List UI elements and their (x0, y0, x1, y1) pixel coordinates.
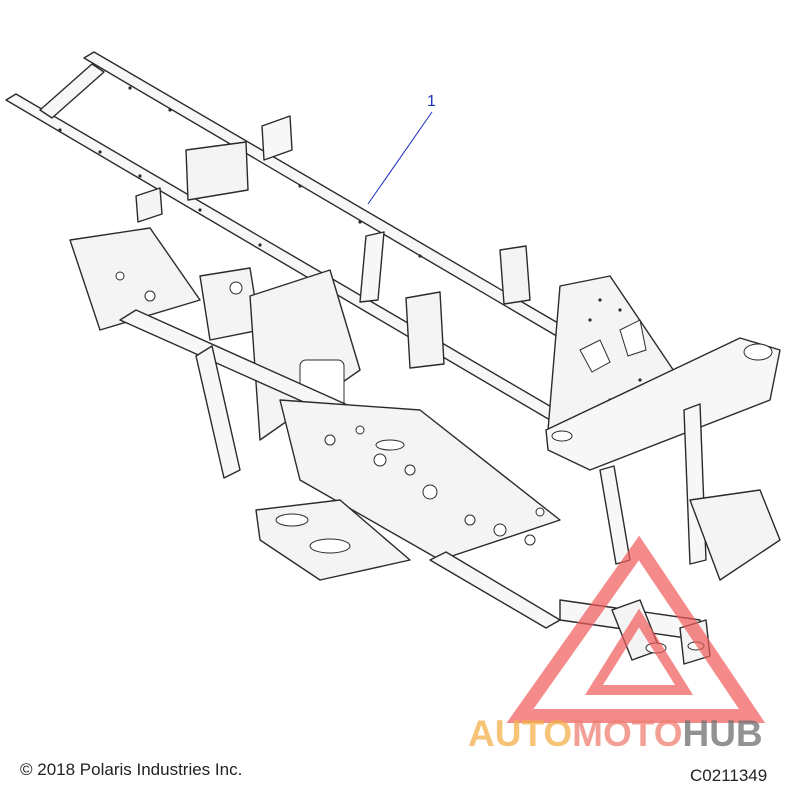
copyright-text: © 2018 Polaris Industries Inc. (20, 760, 243, 779)
watermark-text-part3: HUB (682, 713, 763, 754)
callout-leader-line (367, 111, 433, 205)
rear-cross-tubes (39, 63, 293, 223)
watermark-logo-text: AUTOMOTOHUB (468, 713, 763, 755)
floor-pan (279, 399, 561, 561)
right-footrest (255, 499, 411, 581)
watermark-logo-triangle (506, 535, 766, 723)
center-upright (359, 231, 531, 369)
front-cross-beam (545, 337, 781, 471)
callout-number: 1 (427, 93, 436, 110)
part-code: C0211349 (690, 766, 768, 785)
watermark-text-part1: AUTO (468, 713, 573, 754)
watermark-text-part2: MOTO (572, 713, 683, 754)
left-side-frame (69, 227, 361, 441)
